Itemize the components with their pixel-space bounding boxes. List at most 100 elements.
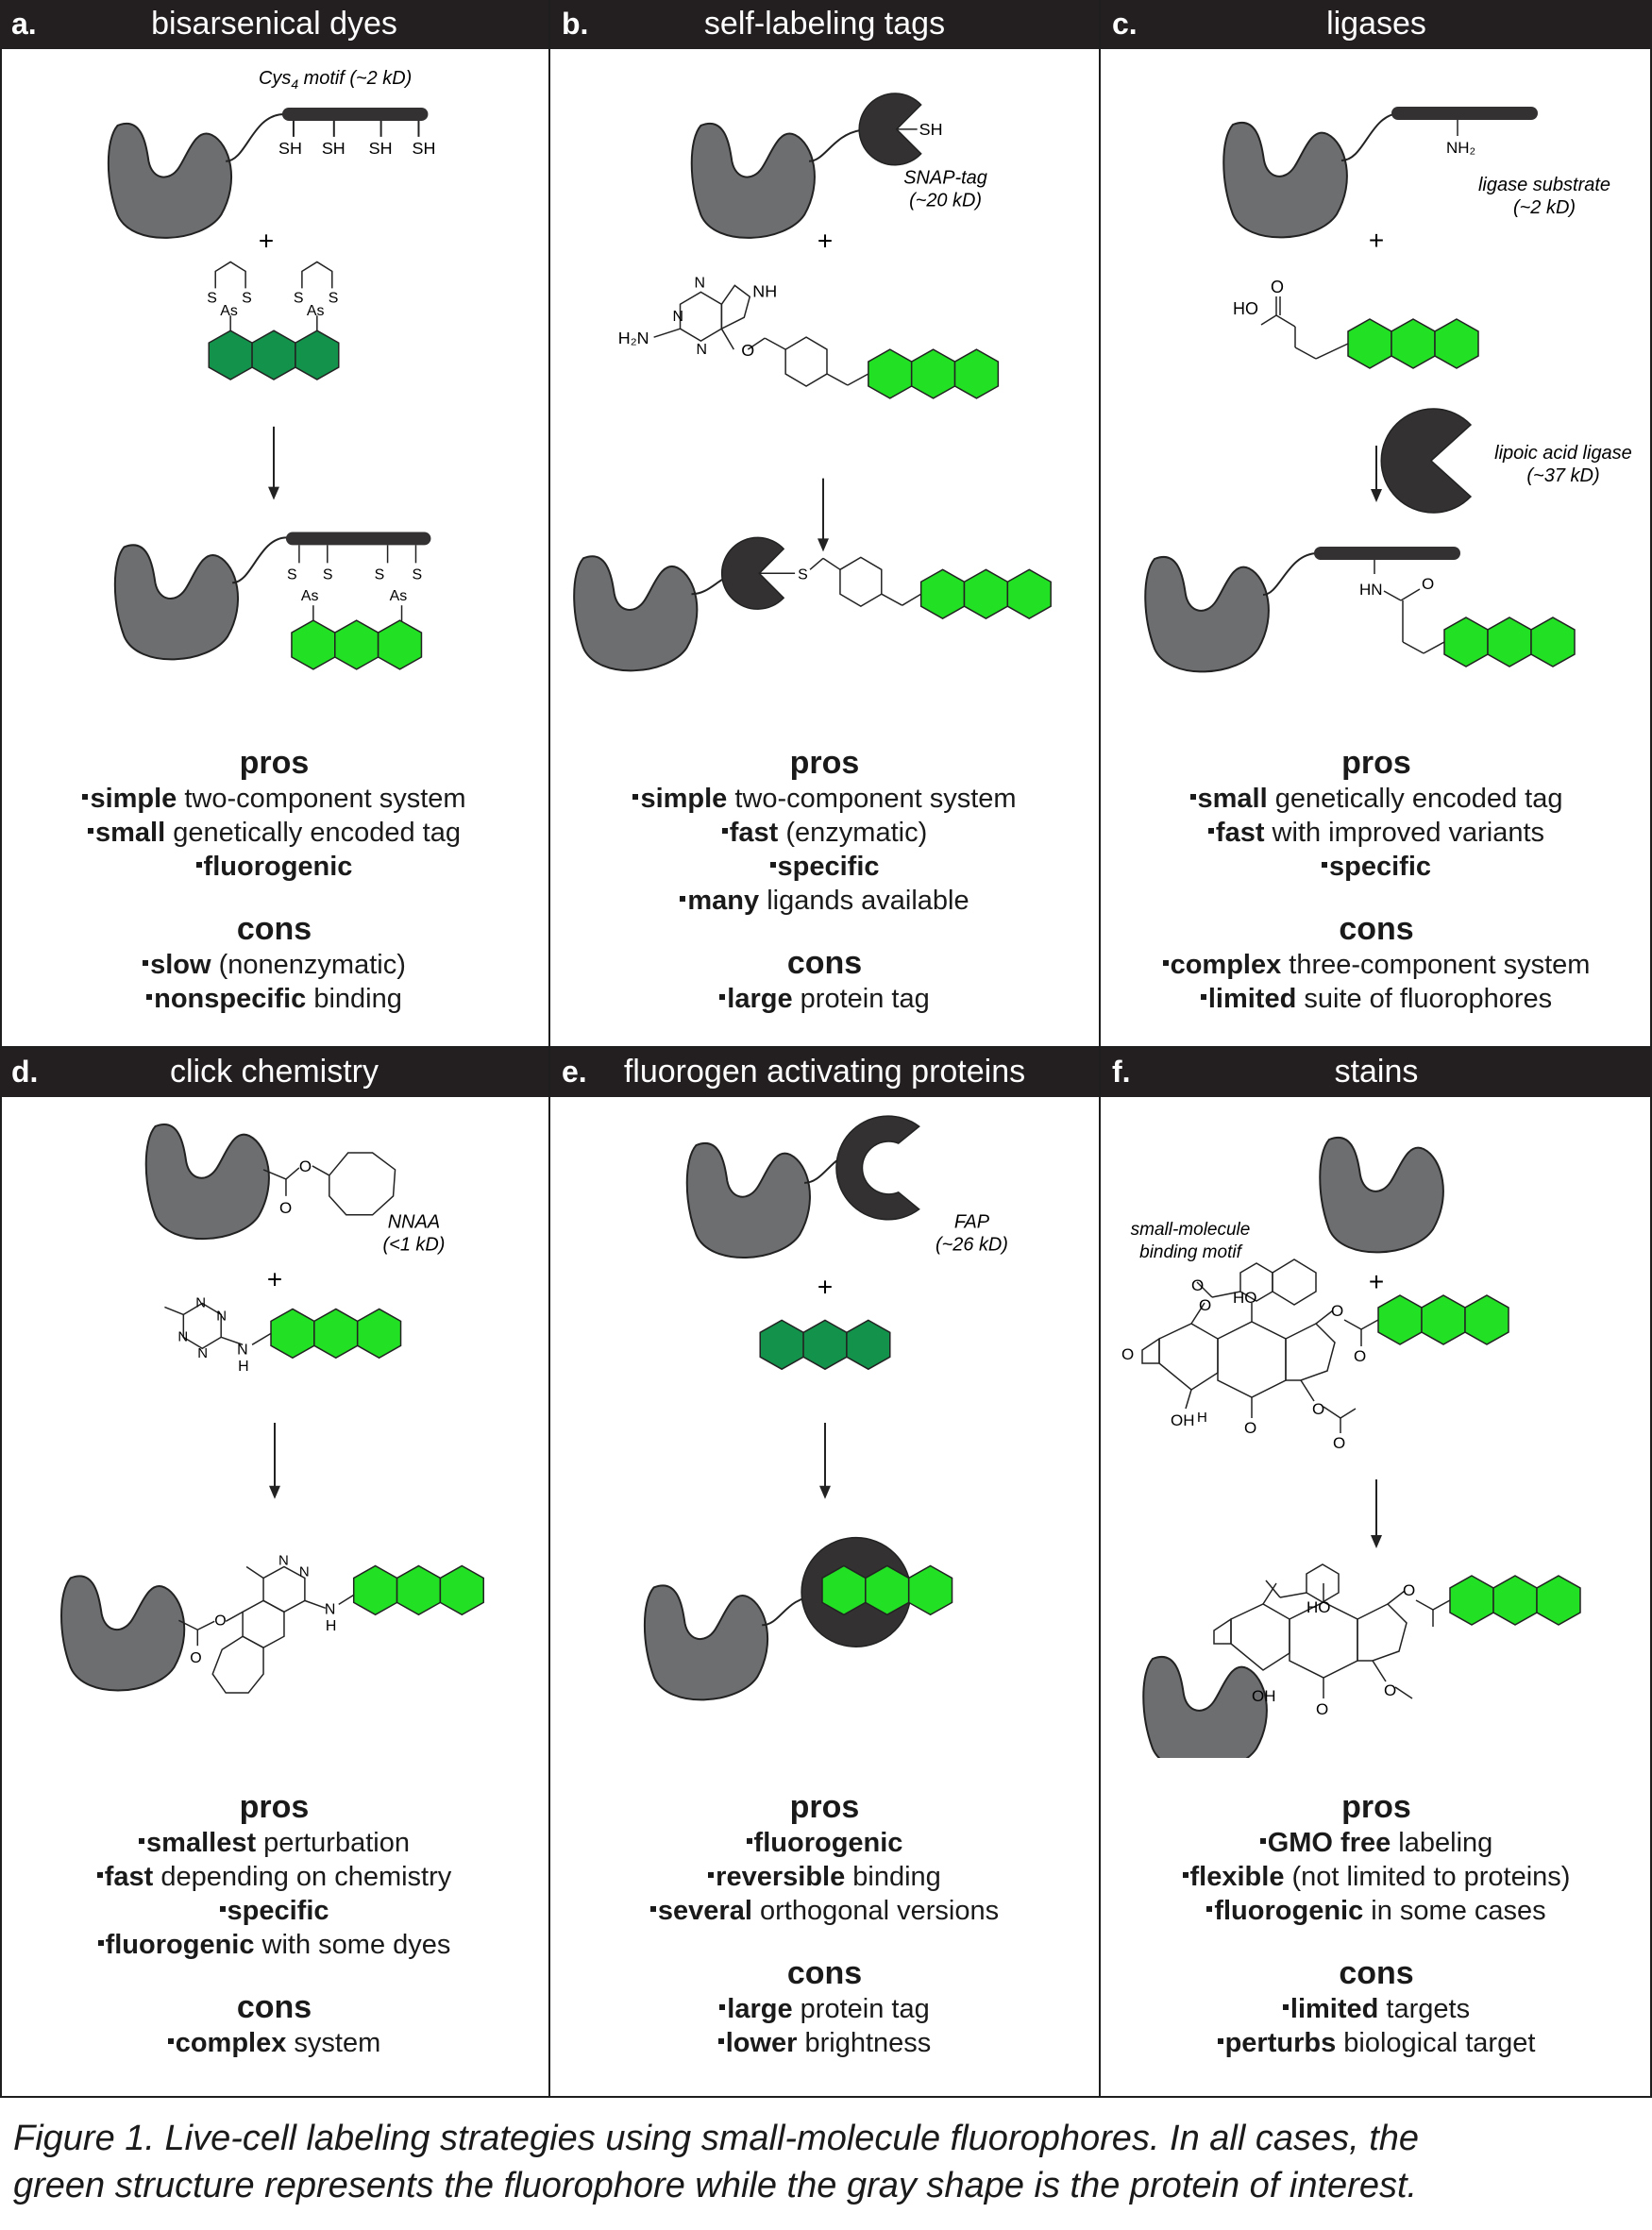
pro-item: specific [550, 850, 1099, 884]
pros-title: pros [239, 1789, 310, 1825]
scheme-bisarsenical: SH SH SH SH Cys4 motif (~2 kD) + S S As … [0, 49, 548, 710]
panel-title: self-labeling tags [703, 6, 946, 42]
arrow-head [1371, 489, 1382, 502]
n-atom: N [195, 1294, 206, 1310]
pro-item: fluorogenic [550, 1826, 1099, 1860]
paclitaxel-core-bound [1213, 1563, 1451, 1699]
panel-f: f. stains small-molecule binding motif + [1101, 1048, 1652, 2098]
s-atom: S [329, 290, 339, 306]
pro-item: small genetically encoded tag [1101, 782, 1652, 816]
o-atom: O [1422, 575, 1434, 593]
nh2-label: NH₂ [1446, 139, 1475, 157]
ligase-size: (~37 kD) [1526, 465, 1599, 486]
o-atom: O [1312, 1400, 1324, 1418]
pro-item: fast (enzymatic) [550, 816, 1099, 850]
pro-item: reversible binding [550, 1860, 1099, 1894]
fap-shape [835, 1115, 920, 1221]
plus-sign: + [1369, 226, 1384, 255]
sh-label: SH [412, 139, 435, 158]
protein-shape [1142, 1656, 1268, 1758]
protein-shape [60, 1575, 186, 1692]
as-atom: As [301, 588, 319, 604]
benzylguanine-substrate [653, 284, 869, 387]
panel-a: a. bisarsenical dyes SH SH SH SH Cys4 mo… [0, 0, 550, 1048]
scheme-svg: O O NNAA (<1 kD) + N N N N N H [60, 1123, 484, 1694]
pro-item: GMO free labeling [1101, 1826, 1652, 1860]
scheme-stains: small-molecule binding motif + [1101, 1097, 1652, 1758]
motif-label-2: binding motif [1139, 1242, 1242, 1262]
s-atom: S [375, 566, 385, 583]
protein-shape [1319, 1137, 1444, 1254]
con-item: complex three-component system [1101, 948, 1652, 982]
fap-size: (~26 kD) [936, 1235, 1008, 1256]
panel-header: b. self-labeling tags [550, 0, 1099, 49]
oh-label: OH [1252, 1687, 1276, 1705]
s-atom: S [412, 566, 422, 583]
dihydropyridazine-product [178, 1565, 355, 1694]
fluorophore-bright [270, 1308, 402, 1360]
protein-shape [643, 1584, 769, 1701]
pro-item: small genetically encoded tag [0, 816, 548, 850]
substrate-label: ligase substrate [1478, 175, 1610, 195]
n-atom: N [177, 1328, 188, 1344]
scheme-svg: small-molecule binding motif + [1121, 1137, 1581, 1758]
pro-item: fluorogenic [0, 850, 548, 884]
plus-sign: + [818, 1272, 833, 1301]
amide-chain [1374, 560, 1445, 654]
fluorophore-bright [1443, 617, 1576, 667]
con-item: limited targets [1101, 1992, 1652, 2026]
pro-item: simple two-component system [0, 782, 548, 816]
as-s-bonds [298, 545, 417, 623]
n-atom: N [197, 1345, 208, 1361]
o-atom: O [1199, 1296, 1211, 1314]
n-atom: N [237, 1342, 248, 1358]
pro-item: fast depending on chemistry [0, 1860, 548, 1894]
panel-letter: a. [11, 7, 37, 41]
panel-title: stains [1334, 1054, 1419, 1090]
o-atom: O [190, 1650, 201, 1666]
ho-label: HO [1233, 299, 1258, 318]
pros-title: pros [789, 745, 860, 781]
scheme-ligases: NH₂ ligase substrate (~2 kD) + HO O [1101, 49, 1652, 710]
fluorogen-dark [759, 1319, 891, 1371]
scheme-click-chemistry: O O NNAA (<1 kD) + N N N N N H [0, 1097, 548, 1758]
o-atom: O [299, 1157, 312, 1175]
pros-title: pros [1341, 745, 1411, 781]
ligase-substrate-bar [1314, 547, 1460, 560]
plus-sign: + [259, 226, 274, 255]
panel-header: c. ligases [1101, 0, 1652, 49]
n-atom: N [673, 309, 684, 325]
as-atom: As [220, 303, 238, 319]
pros-title: pros [789, 1789, 860, 1825]
scheme-self-labeling: SH SNAP-tag (~20 kD) + O NH [550, 49, 1099, 710]
scheme-fap: FAP (~26 kD) + [550, 1097, 1099, 1758]
cys4-label: Cys4 motif (~2 kD) [259, 68, 412, 92]
pro-item: smallest perturbation [0, 1826, 548, 1860]
arrow-head [268, 486, 279, 500]
nnaa-size: (<1 kD) [383, 1235, 446, 1256]
arrow-head [818, 538, 829, 552]
linker [1340, 112, 1402, 161]
pros-cons: pros GMO free labeling flexible (not lim… [1101, 1782, 1652, 2060]
panel-letter: d. [11, 1055, 39, 1089]
fluorophore-bright [1377, 1294, 1509, 1345]
pro-item: several orthogonal versions [550, 1894, 1099, 1928]
panel-header: d. click chemistry [0, 1048, 548, 1097]
panel-header: e. fluorogen activating proteins [550, 1048, 1099, 1097]
o-atom: O [279, 1199, 292, 1217]
paclitaxel-core [1141, 1259, 1379, 1433]
pro-item: fluorogenic with some dyes [0, 1928, 548, 1962]
pro-item: flexible (not limited to proteins) [1101, 1860, 1652, 1894]
snap-tag-size: (~20 kD) [909, 191, 982, 211]
pro-item: simple two-component system [550, 782, 1099, 816]
tco-nnaa [262, 1152, 396, 1216]
cys4-tag-bar [281, 107, 429, 121]
arrow-head [1371, 1535, 1382, 1548]
panel-e: e. fluorogen activating proteins FAP (~2… [550, 1048, 1101, 2098]
figure-caption: Figure 1. Live-cell labeling strategies … [13, 2115, 1637, 2209]
pro-item: fast with improved variants [1101, 816, 1652, 850]
s-atom: S [207, 290, 217, 306]
motif-label: small-molecule [1131, 1220, 1251, 1240]
nnaa-label: NNAA [388, 1212, 440, 1233]
n-atom: N [325, 1601, 336, 1617]
